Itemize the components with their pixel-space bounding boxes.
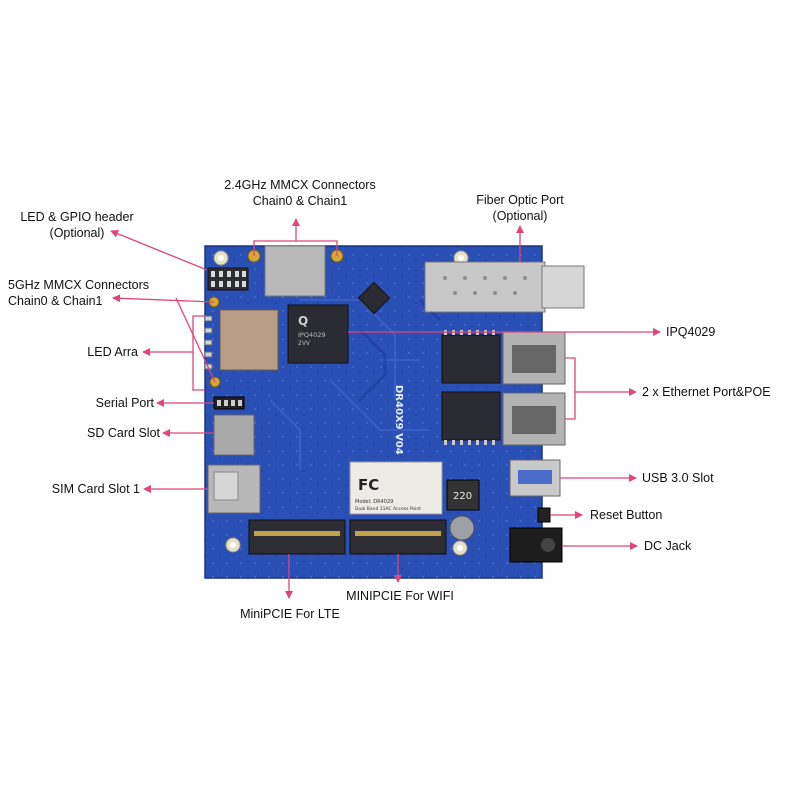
label-dc-jack: DC Jack (644, 539, 692, 553)
callout-mmcx-5 (112, 294, 215, 303)
serial-port (213, 396, 245, 410)
rf-shield-5ghz (219, 309, 279, 371)
sd-card-slot (213, 414, 255, 456)
ethernet-magnetics (441, 330, 501, 445)
label-mmcx-5: 5GHz MMCX Connectors Chain0 & Chain1 (8, 277, 149, 309)
fiber-optic-cage (424, 261, 585, 313)
label-sim-card: SIM Card Slot 1 (51, 482, 140, 496)
label-mmcx-24: 2.4GHz MMCX Connectors Chain0 & Chain1 (200, 177, 400, 209)
label-led-array: LED Arra (87, 345, 138, 359)
label-led-gpio-line1: LED & GPIO header (20, 210, 134, 224)
inductor: 220 (446, 479, 480, 511)
ipq4029-chip: Q IPQ4029 2VV (287, 304, 349, 364)
label-reset: Reset Button (590, 508, 663, 522)
label-ipq: IPQ4029 (666, 325, 716, 339)
silkscreen-label: DR40X9 V04 (393, 385, 404, 455)
label-mmcx-24-line2: Chain0 & Chain1 (252, 194, 348, 208)
label-serial-port: Serial Port (95, 396, 154, 410)
label-led-gpio-line2: (Optional) (49, 226, 105, 240)
svg-text:FC: FC (358, 476, 379, 494)
mounting-holes (213, 250, 469, 556)
reset-button (537, 507, 551, 523)
label-sd-card: SD Card Slot (87, 426, 160, 440)
chip-line2-text: 2VV (298, 340, 311, 347)
label-led-gpio: LED & GPIO header (Optional) (10, 209, 144, 241)
label-usb: USB 3.0 Slot (642, 471, 714, 485)
chip-model-text: IPQ4029 (298, 331, 326, 339)
label-fiber: Fiber Optic Port (Optional) (450, 192, 590, 224)
capacitor (449, 515, 475, 541)
sim-card-slot (207, 464, 261, 514)
label-ethernet: 2 x Ethernet Port&POE (642, 385, 771, 399)
label-fiber-line1: Fiber Optic Port (476, 193, 564, 207)
callout-led-gpio (110, 229, 208, 271)
sticker-model: Model: DR4029 (355, 499, 393, 505)
label-mmcx-5-line1: 5GHz MMCX Connectors (8, 278, 150, 292)
dc-jack (509, 527, 563, 563)
usb-port (509, 459, 561, 497)
chip-brand: Q (298, 314, 308, 328)
label-mmcx-5-line2: Chain0 & Chain1 (8, 294, 103, 308)
fcc-sticker: FC Model: DR4029 Dual Band 11AC Access P… (349, 461, 443, 515)
label-minipcie-lte: MiniPCIE For LTE (240, 607, 340, 621)
label-fiber-line2: (Optional) (492, 209, 548, 223)
label-minipcie-wifi: MINIPCIE For WIFI (346, 589, 454, 603)
small-chip (357, 281, 391, 315)
ethernet-jacks (502, 331, 566, 446)
inductor-label: 220 (453, 491, 472, 502)
minipcie-slots (248, 519, 447, 555)
gpio-header (207, 267, 249, 291)
label-mmcx-24-line1: 2.4GHz MMCX Connectors (224, 178, 376, 192)
sticker-desc: Dual Band 11AC Access Point (355, 506, 421, 512)
rf-shield-top (264, 245, 326, 297)
callout-lines (110, 218, 661, 599)
